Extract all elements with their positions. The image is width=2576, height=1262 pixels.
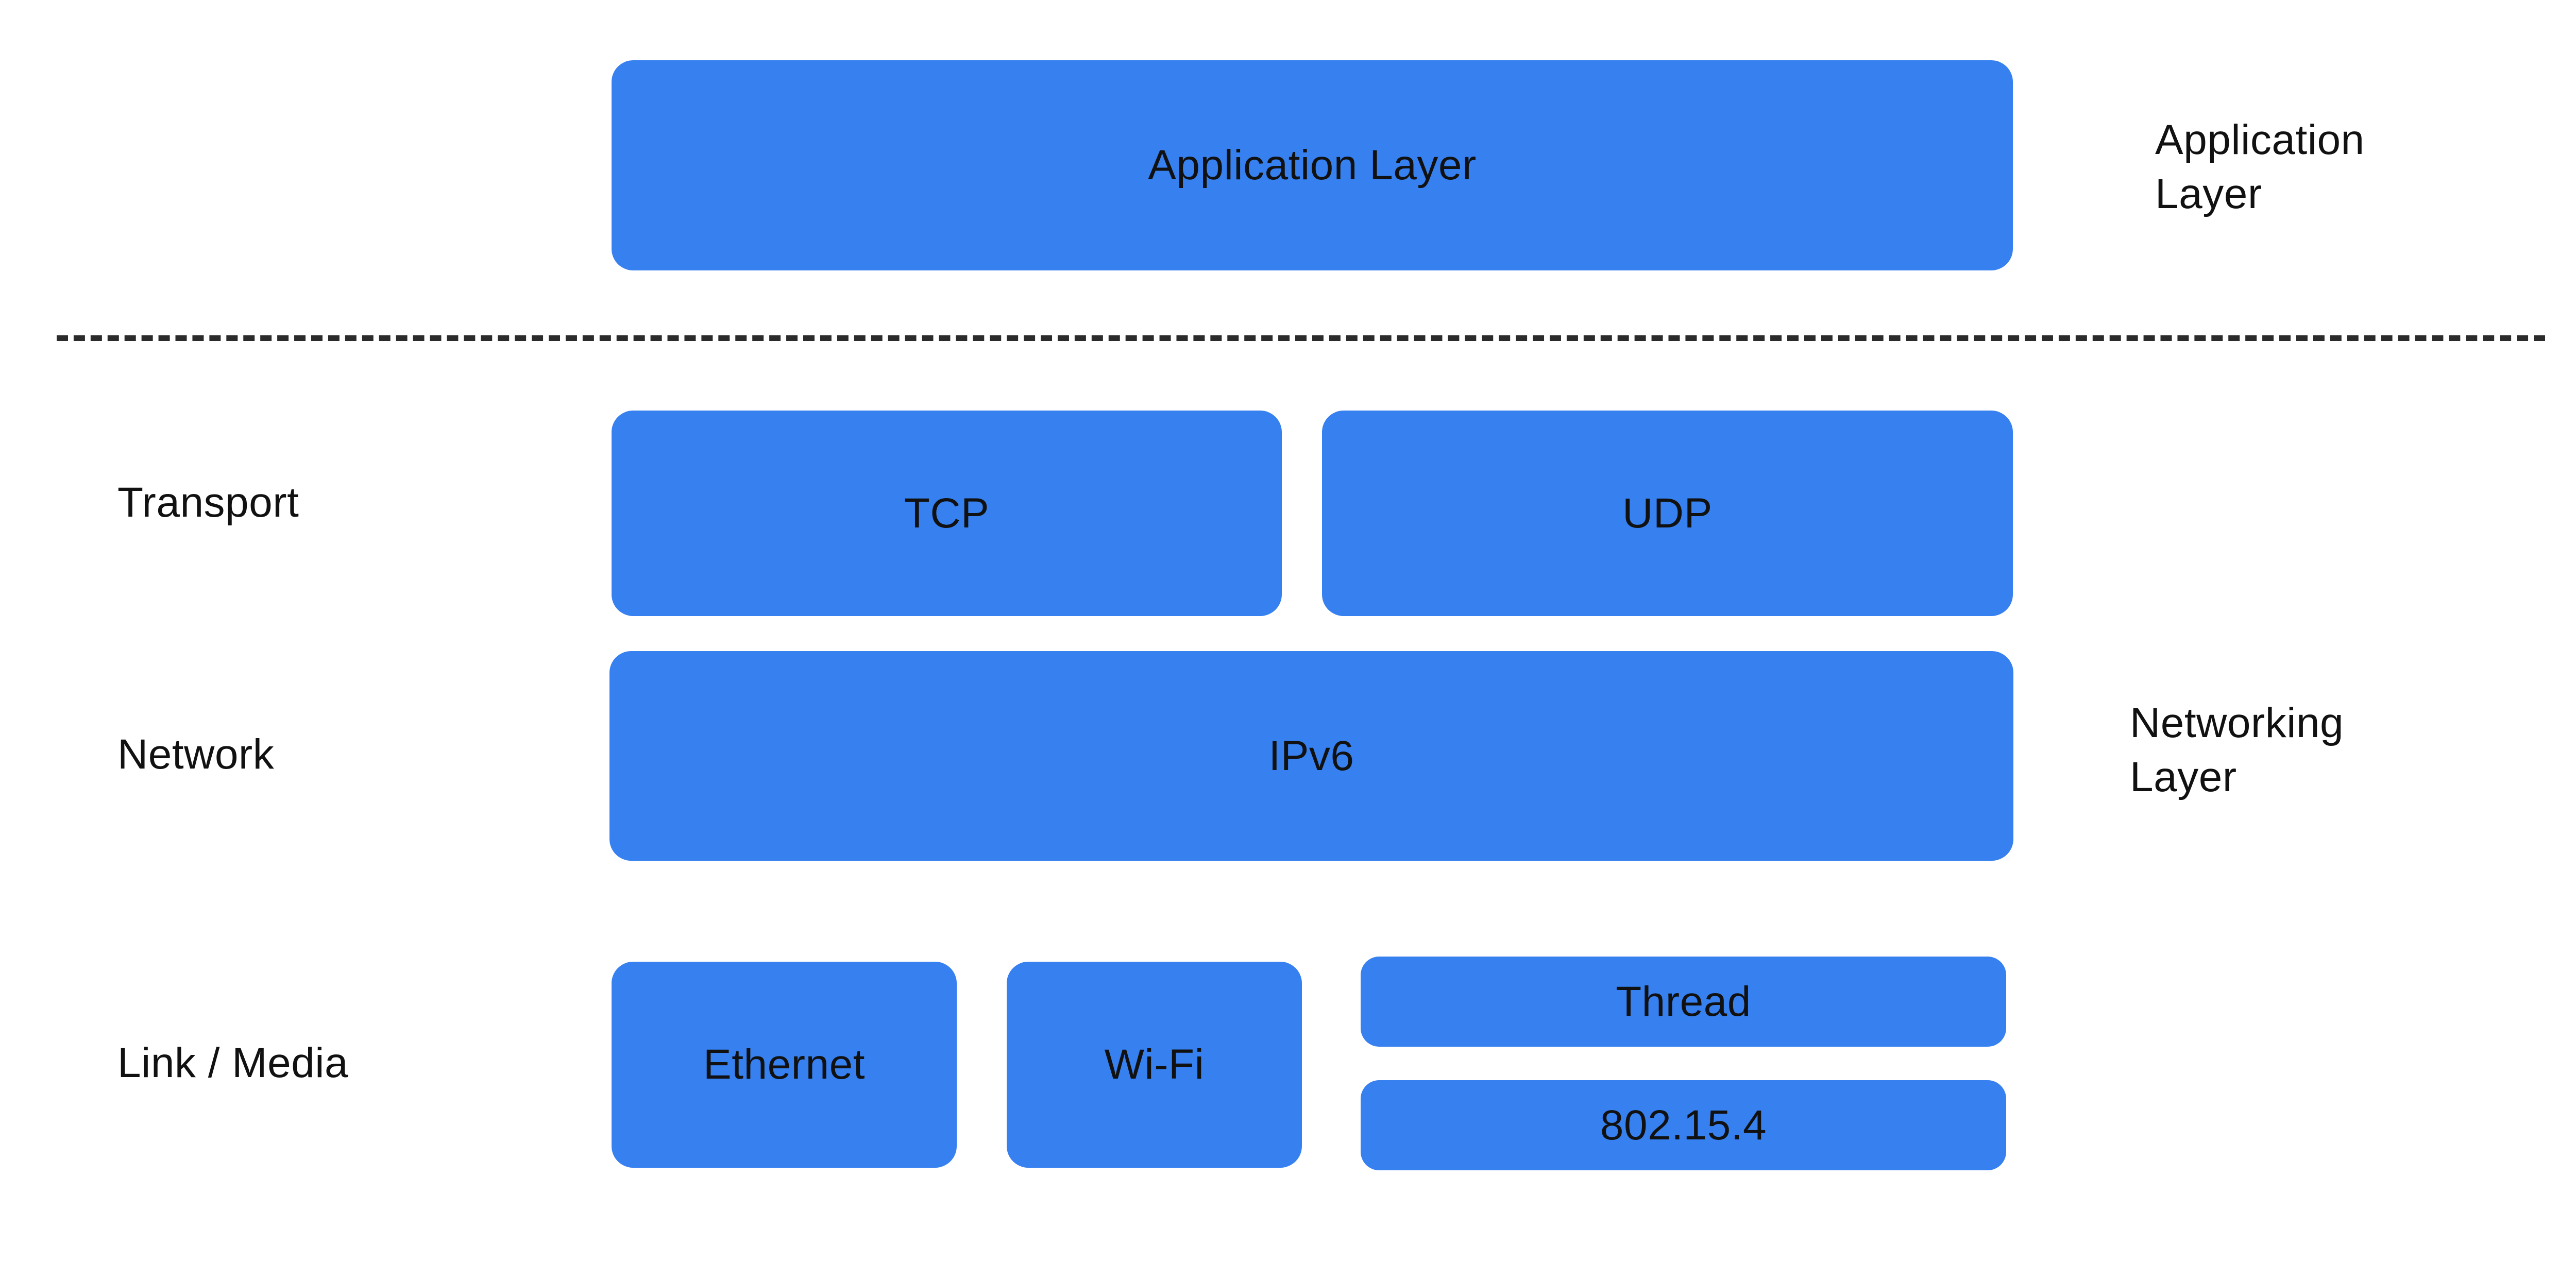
box-ethernet[interactable]: Ethernet <box>612 962 957 1168</box>
box-application-layer-label: Application Layer <box>1148 142 1477 189</box>
row-label-network: Network <box>117 731 275 778</box>
side-label-networking-layer: Networking Layer <box>2130 696 2542 805</box>
side-label-networking-line1: Networking <box>2130 700 2344 746</box>
box-udp-label: UDP <box>1622 489 1713 537</box>
box-thread[interactable]: Thread <box>1361 957 2006 1047</box>
box-wifi-label: Wi-Fi <box>1104 1041 1205 1088</box>
box-thread-label: Thread <box>1616 978 1751 1025</box>
box-wifi[interactable]: Wi-Fi <box>1007 962 1302 1168</box>
section-divider-dashed <box>57 335 2545 341</box>
side-label-application-layer: Application Layer <box>2155 113 2516 221</box>
row-label-transport: Transport <box>117 479 299 526</box>
side-label-application-line1: Application <box>2155 116 2365 163</box>
side-label-networking-line2: Layer <box>2130 753 2237 800</box>
box-ethernet-label: Ethernet <box>703 1041 865 1088</box>
side-label-application-line2: Layer <box>2155 170 2262 217</box>
box-application-layer[interactable]: Application Layer <box>612 60 2013 270</box>
box-udp[interactable]: UDP <box>1322 411 2013 616</box>
box-tcp-label: TCP <box>904 489 990 537</box>
row-label-link-media: Link / Media <box>117 1039 349 1086</box>
box-802-15-4[interactable]: 802.15.4 <box>1361 1080 2006 1170</box>
box-tcp[interactable]: TCP <box>612 411 1282 616</box>
box-802-15-4-label: 802.15.4 <box>1600 1101 1767 1149</box>
box-ipv6[interactable]: IPv6 <box>609 651 2013 861</box>
box-ipv6-label: IPv6 <box>1268 732 1354 779</box>
